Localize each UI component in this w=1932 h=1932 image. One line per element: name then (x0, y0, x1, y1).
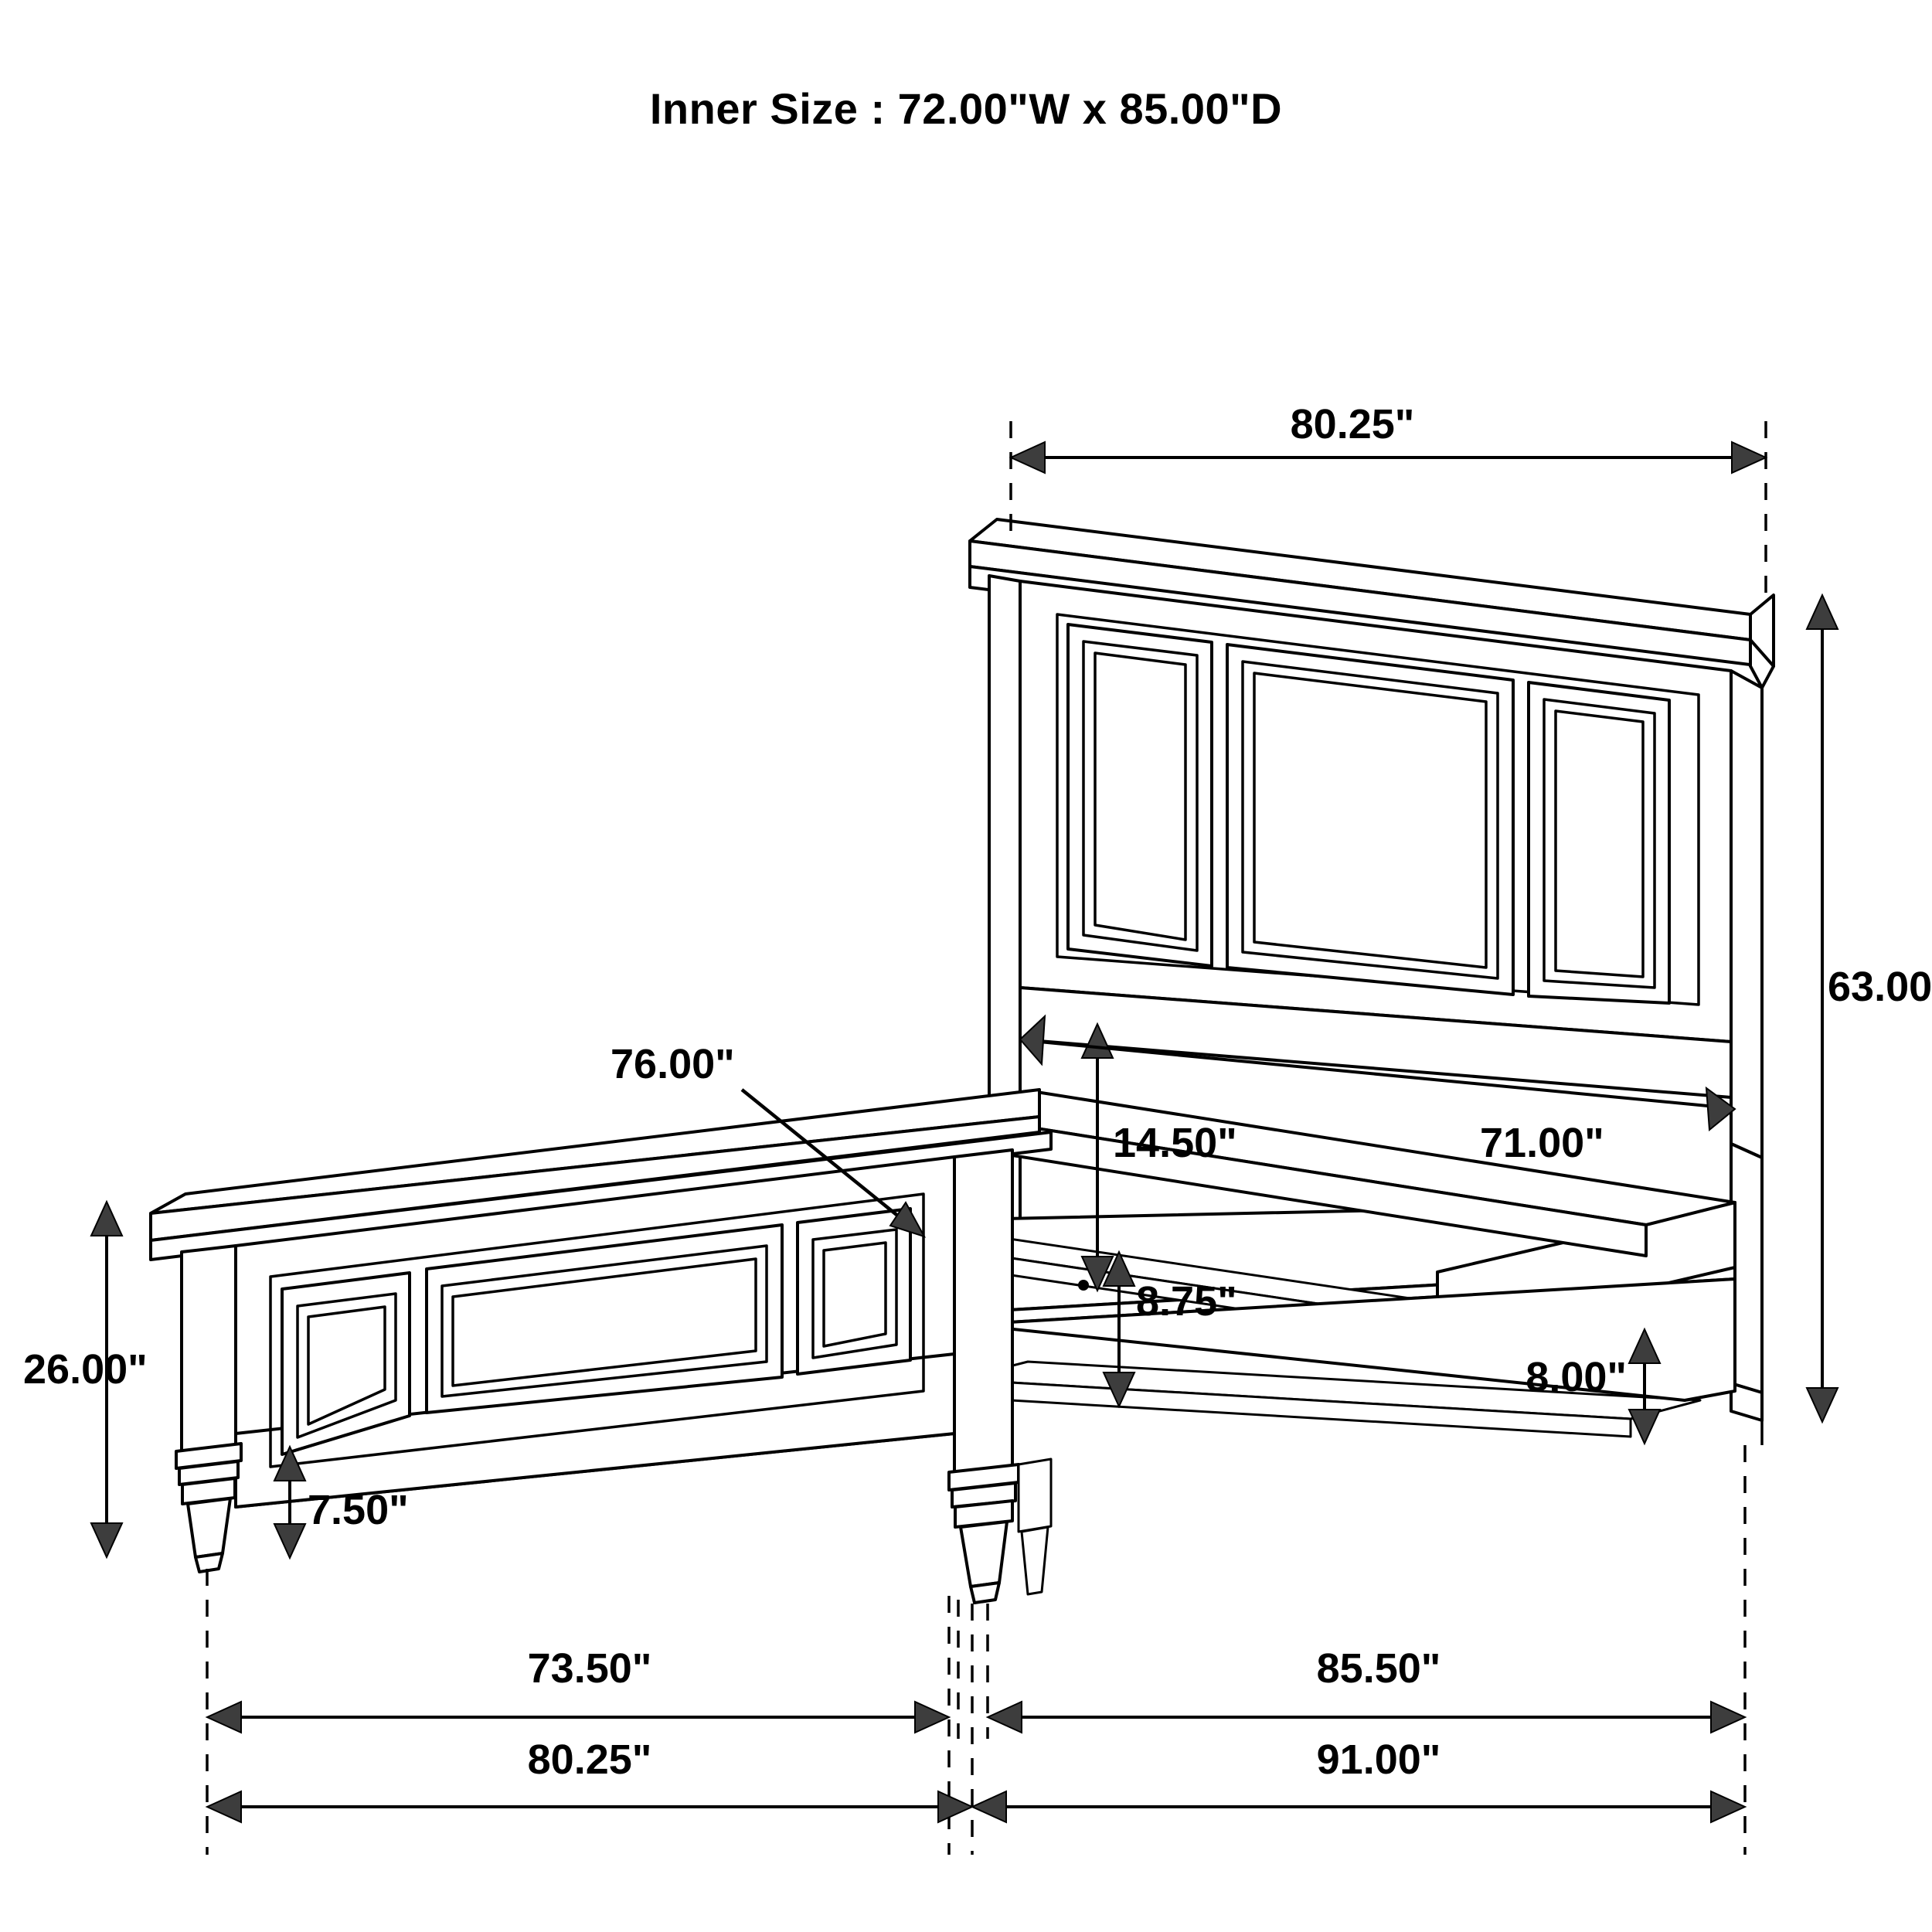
dimension-overall-width: 80.25" (205, 1736, 975, 1824)
dim-label-bed-side-length: 85.50" (1317, 1645, 1441, 1692)
dim-label-floor-clearance: 8.00" (1526, 1354, 1627, 1400)
dimension-floor-clearance: 8.00" (1526, 1327, 1662, 1446)
headboard-panel-center (1226, 643, 1515, 996)
dim-label-overall-width: 80.25" (528, 1736, 652, 1783)
bottom-extension-lines (206, 1151, 1764, 1855)
dimension-headboard-height: 63.00" (1805, 593, 1932, 1424)
dim-label-overall-length: 91.00" (1317, 1736, 1441, 1783)
dimension-side-rail-length: 76.00" (611, 1041, 927, 1238)
headboard-panel-left (1066, 623, 1213, 968)
dimension-rail-gap: 14.50" (1080, 1022, 1237, 1293)
dimension-inner-width: 71.00" (1019, 1014, 1736, 1166)
footboard-panel-right (796, 1207, 912, 1376)
dim-label-inner-width: 71.00" (1480, 1120, 1604, 1166)
dim-label-leg-height: 7.50" (308, 1487, 409, 1533)
dimension-top-width: 80.25" (1009, 401, 1768, 603)
dim-label-side-rail-length: 76.00" (611, 1041, 735, 1087)
headboard (968, 518, 1775, 1422)
footboard-leg-left (175, 1442, 243, 1573)
dimension-footboard-height: 26.00" (23, 1199, 148, 1560)
dimension-leg-height: 7.50" (273, 1444, 409, 1560)
dim-label-top-width: 80.25" (1291, 401, 1415, 447)
footboard (149, 1088, 1053, 1604)
dimension-footboard-width: 73.50" (205, 1645, 951, 1734)
footboard-leg-right (947, 1463, 1020, 1604)
headboard-panel-right (1527, 681, 1671, 1005)
dim-label-rail-clearance: 8.75" (1136, 1278, 1237, 1325)
dim-label-footboard-height: 26.00" (23, 1346, 148, 1393)
footboard-leg-rear-right (1017, 1458, 1053, 1596)
bed-frame-rails (864, 1090, 1736, 1438)
page-title: Inner Size : 72.00"W x 85.00"D (649, 84, 1283, 133)
dim-label-headboard-height: 63.00" (1828, 964, 1932, 1010)
dim-label-footboard-width: 73.50" (528, 1645, 652, 1692)
dimension-rail-clearance: 8.75" (1102, 1250, 1237, 1409)
footboard-panel-center (425, 1223, 784, 1414)
dimension-bed-side-length: 85.50" (985, 1645, 1747, 1734)
footboard-panel-left (281, 1271, 411, 1456)
dimension-overall-length: 91.00" (970, 1736, 1747, 1824)
dim-label-rail-gap: 14.50" (1113, 1120, 1237, 1166)
